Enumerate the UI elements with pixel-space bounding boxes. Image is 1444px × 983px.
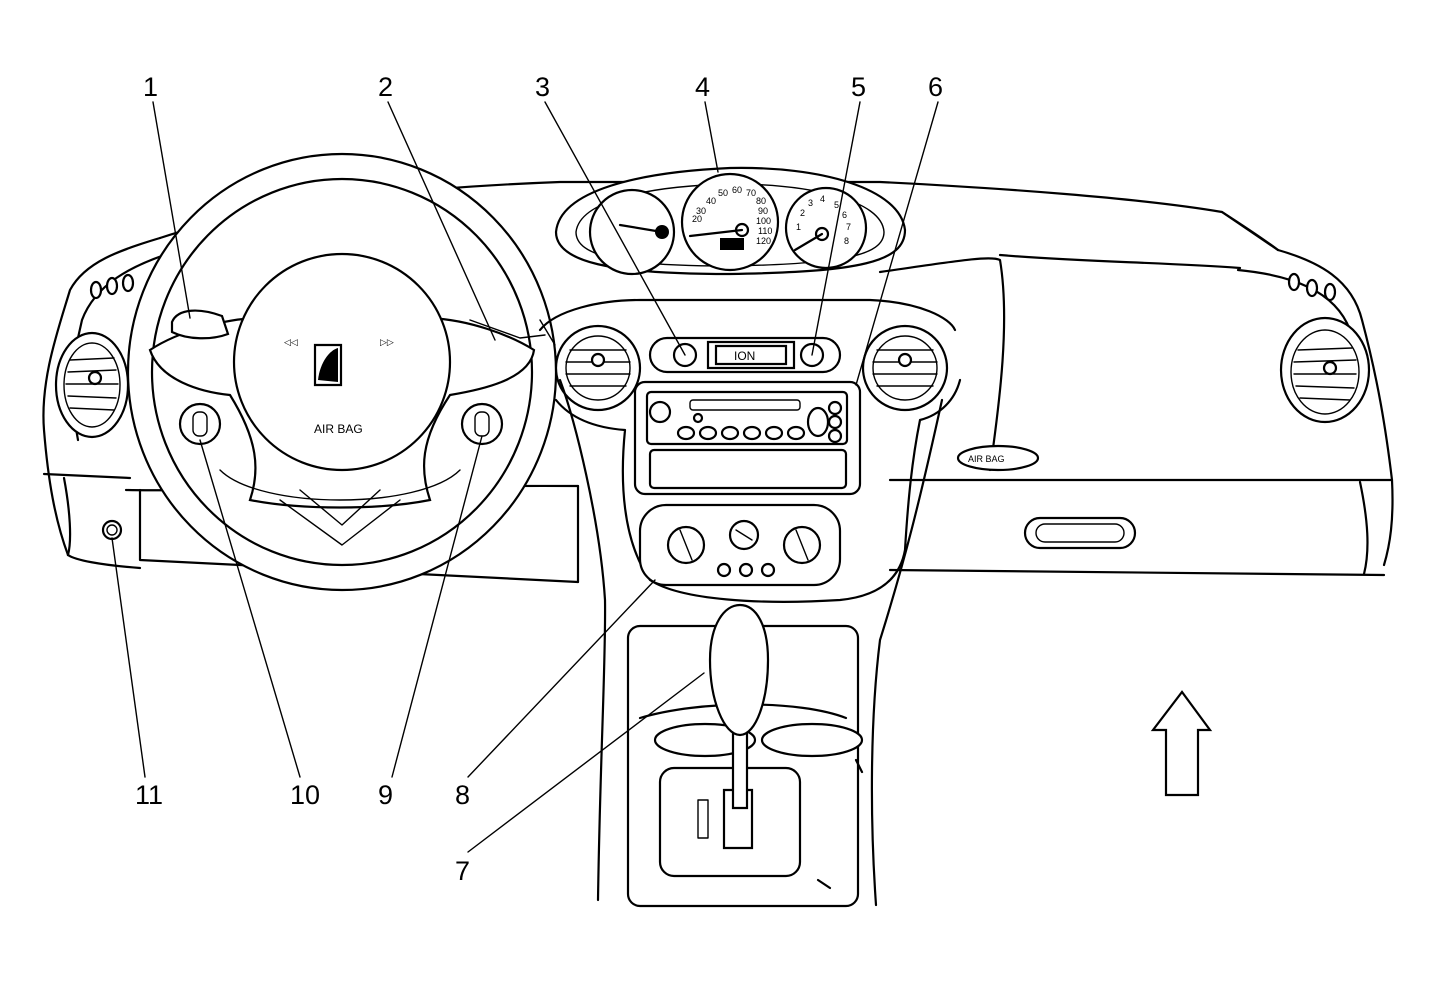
callout-10: 10 [290,780,320,810]
tach-label-2: 2 [800,208,805,218]
callout-3: 3 [535,72,550,102]
speedo-label-50: 50 [718,188,728,198]
horn-icon-right: ▷▷ [380,337,394,347]
callout-2: 2 [378,72,393,102]
callout-numbers: 1 2 3 4 5 6 7 8 9 10 11 [135,72,943,886]
tach-label-5: 5 [834,200,839,210]
leader-lines [112,102,938,852]
speedo-label-80: 80 [756,196,766,206]
callout-4: 4 [695,72,710,102]
callout-1: 1 [143,72,158,102]
hood-release [103,521,121,539]
passenger-airbag-label: AIR BAG [968,454,1005,464]
speedo-label-120: 120 [756,236,771,246]
center-right-vent [863,326,947,410]
callout-8: 8 [455,780,470,810]
passenger-airbag: AIR BAG [958,446,1038,470]
speedo-label-70: 70 [746,188,756,198]
callout-9: 9 [378,780,393,810]
steering-wheel: ◁◁ ▷▷ AIR BAG [128,154,556,590]
ion-badge: ION [734,349,755,363]
speedo-label-20: 20 [692,214,702,224]
speedo-label-100: 100 [756,216,771,226]
tach-label-7: 7 [846,222,851,232]
tach-label-1: 1 [796,222,801,232]
glove-box-handle [1025,518,1135,548]
hazard-button-row: ION [650,338,840,372]
steering-airbag-label: AIR BAG [314,422,363,436]
speedo-label-40: 40 [706,196,716,206]
callout-5: 5 [851,72,866,102]
callout-6: 6 [928,72,943,102]
speedo-label-60: 60 [732,185,742,195]
callout-7: 7 [455,856,470,886]
right-side-vent [1281,274,1369,422]
center-stack [540,300,960,906]
tach-label-4: 4 [820,194,825,204]
center-left-vent [556,326,640,410]
instrument-cluster: 40 50 60 70 80 90 100 110 120 30 20 1 2 … [556,168,905,274]
horn-icon-left: ◁◁ [284,337,298,347]
callout-11: 11 [135,780,163,810]
tach-label-8: 8 [844,236,849,246]
speedo-label-30: 30 [696,206,706,216]
speedo-label-110: 110 [758,226,772,236]
tach-label-6: 6 [842,210,847,220]
forward-direction-arrow-icon [1153,692,1210,795]
tach-label-3: 3 [808,198,813,208]
speedo-label-90: 90 [758,206,768,216]
